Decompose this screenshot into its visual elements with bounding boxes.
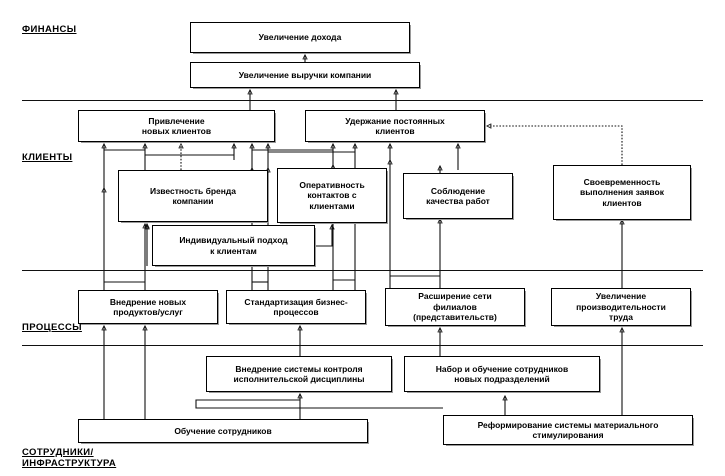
node-contact-efficiency[interactable]: Оперативность контактов с клиентами: [277, 168, 387, 223]
node-incentive-reform[interactable]: Реформирование системы материального сти…: [443, 415, 693, 445]
node-company-sales-growth[interactable]: Увеличение выручки компании: [190, 62, 420, 88]
node-attract-new-clients[interactable]: Привлечение новых клиентов: [78, 110, 275, 142]
node-staff-training[interactable]: Обучение сотрудников: [78, 419, 368, 443]
node-retain-clients[interactable]: Удержание постоянных клиентов: [305, 110, 485, 142]
node-revenue-growth[interactable]: Увеличение дохода: [190, 22, 410, 53]
divider-clients-processes: [22, 270, 703, 271]
node-timely-orders[interactable]: Своевременность выполнения заявок клиент…: [553, 165, 691, 220]
node-work-quality[interactable]: Соблюдение качества работ: [403, 173, 513, 219]
node-labor-productivity[interactable]: Увеличение производительности труда: [551, 288, 691, 326]
node-new-products[interactable]: Внедрение новых продуктов/услуг: [78, 290, 218, 324]
node-brand-awareness[interactable]: Известность бренда компании: [118, 170, 268, 222]
node-branch-network[interactable]: Расширение сети филиалов (представительс…: [385, 288, 525, 326]
band-label-staff: СОТРУДНИКИ/ ИНФРАСТРУКТУРА: [22, 447, 117, 469]
node-discipline-control[interactable]: Внедрение системы контроля исполнительск…: [206, 356, 392, 392]
node-individual-approach[interactable]: Индивидуальный подход к клиентам: [152, 225, 315, 266]
band-label-clients: КЛИЕНТЫ: [22, 152, 73, 163]
divider-processes-staff: [22, 345, 703, 346]
divider-finance-clients: [22, 100, 703, 101]
node-hire-train-staff[interactable]: Набор и обучение сотрудников новых подра…: [404, 356, 600, 392]
band-label-processes: ПРОЦЕССЫ: [22, 322, 82, 333]
node-standardize-processes[interactable]: Стандартизация бизнес- процессов: [226, 290, 366, 324]
band-label-finance: ФИНАНСЫ: [22, 24, 77, 35]
